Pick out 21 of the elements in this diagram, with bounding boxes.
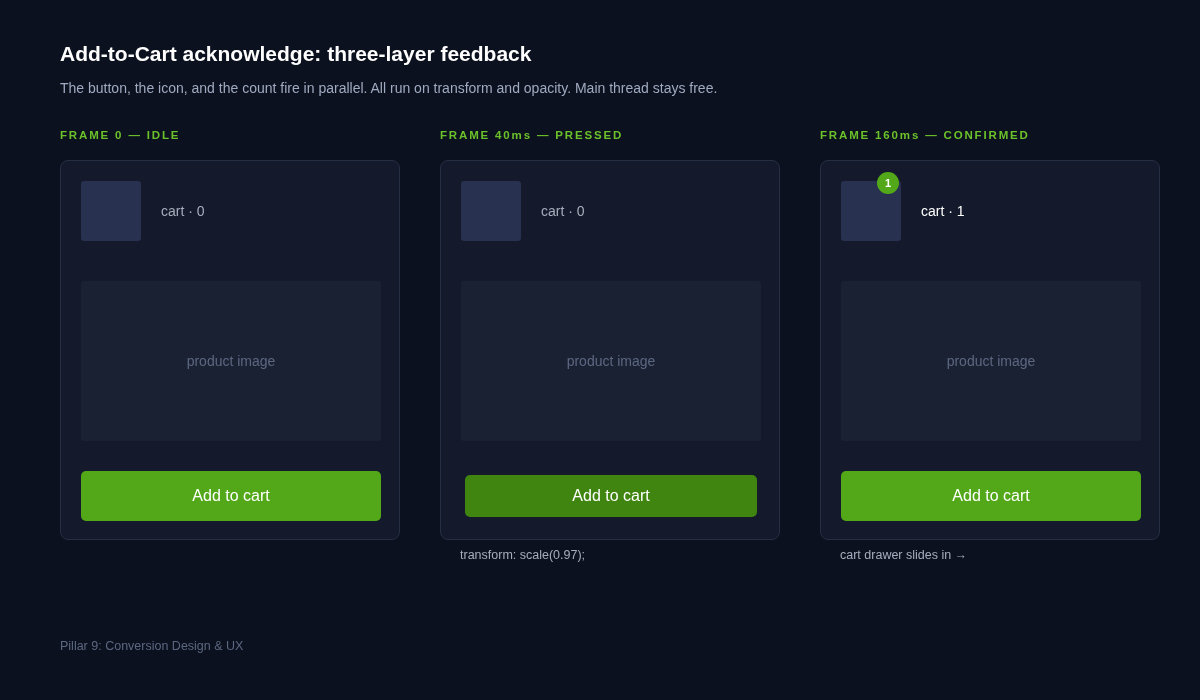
icon-placeholder xyxy=(461,181,521,241)
cart-count: cart · 0 xyxy=(161,202,205,220)
frame-heading: FRAME 0 — IDLE xyxy=(60,128,181,143)
add-to-cart-button: Add to cart xyxy=(841,471,1141,521)
annotation-note: cart drawer slides in → xyxy=(840,547,968,564)
annotation-note: transform: scale(0.97); xyxy=(460,547,586,564)
add-to-cart-button: Add to cart xyxy=(465,475,757,517)
footer-text: Pillar 9: Conversion Design & UX xyxy=(60,638,244,655)
image-placeholder-field: product image xyxy=(461,281,761,441)
cart-count: cart · 0 xyxy=(541,202,585,220)
title: Add-to-Cart acknowledge: three-layer feedback xyxy=(60,41,532,67)
image-placeholder-field: product image xyxy=(81,281,381,441)
subtitle: The button, the icon, and the count fire in parallel. All run on transform and opacity. Main thread stays free. xyxy=(60,79,718,98)
frame-heading: FRAME 160ms — CONFIRMED xyxy=(820,128,1030,143)
cart-count: cart · 1 xyxy=(921,202,965,220)
icon-placeholder xyxy=(841,181,901,241)
frame-heading: FRAME 40ms — PRESSED xyxy=(440,128,624,143)
icon-placeholder xyxy=(81,181,141,241)
count-badge: 1 xyxy=(877,172,899,194)
image-placeholder-field: product image xyxy=(841,281,1141,441)
add-to-cart-button: Add to cart xyxy=(81,471,381,521)
